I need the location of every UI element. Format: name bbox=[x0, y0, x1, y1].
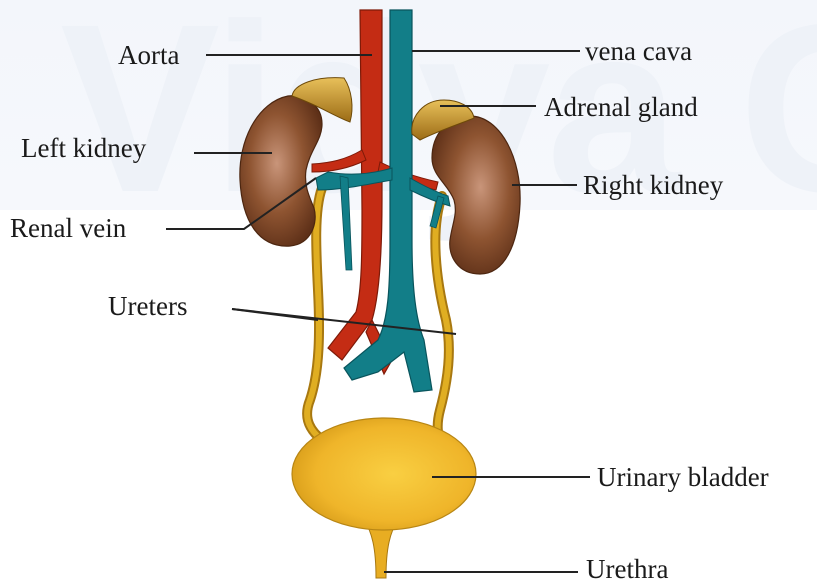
label-ureters: Ureters bbox=[108, 291, 187, 321]
label-vena-cava: vena cava bbox=[585, 36, 692, 66]
label-urethra: Urethra bbox=[586, 554, 668, 583]
label-renal-vein: Renal vein bbox=[10, 213, 126, 243]
urinary-bladder-shape bbox=[292, 418, 476, 530]
label-left-kidney: Left kidney bbox=[21, 133, 146, 163]
label-aorta: Aorta bbox=[118, 40, 179, 70]
label-urinary-bladder: Urinary bladder bbox=[597, 462, 769, 492]
vena-cava-vessel bbox=[316, 10, 450, 392]
label-adrenal-gland: Adrenal gland bbox=[544, 92, 698, 122]
label-right-kidney: Right kidney bbox=[583, 170, 723, 200]
